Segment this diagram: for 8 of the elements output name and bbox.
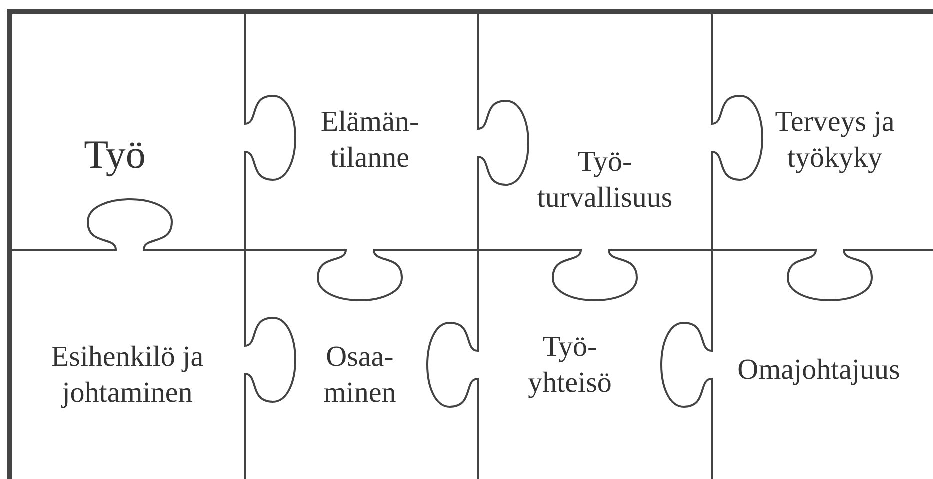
piece-label: Työ- turvallisuus — [536, 144, 674, 216]
piece-label: Terveys ja työkyky — [774, 104, 896, 176]
piece-label: Omajohtajuus — [738, 352, 900, 388]
piece-label: Elämän- tilanne — [320, 104, 420, 176]
piece-label: Osaa- minen — [322, 340, 398, 411]
piece-label: Työ- yhteisö — [527, 330, 613, 401]
piece-label: Esihenkilö ja johtaminen — [50, 340, 205, 411]
piece-label: Työ — [84, 131, 146, 179]
